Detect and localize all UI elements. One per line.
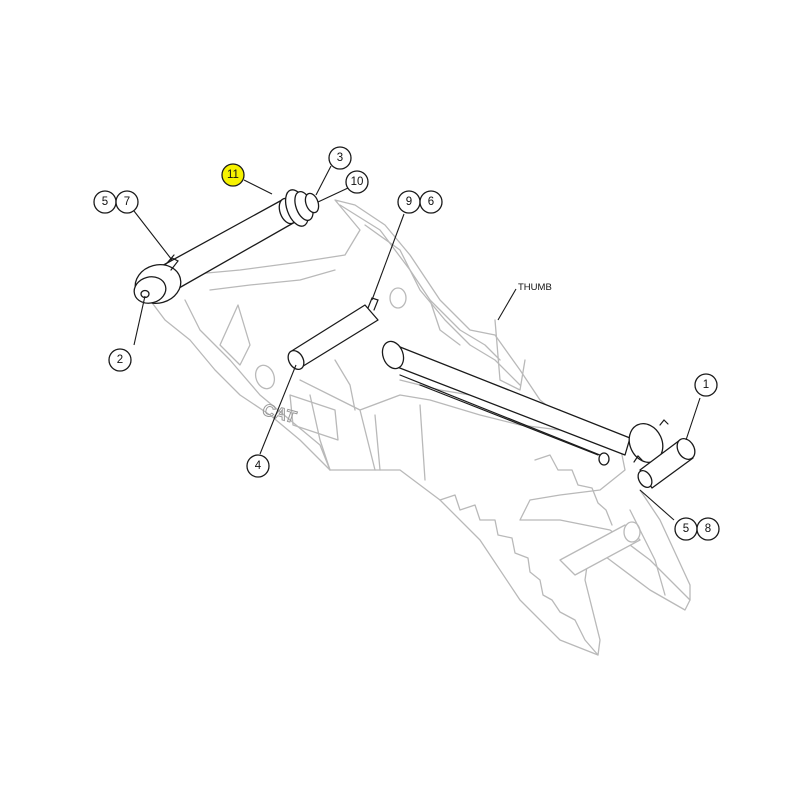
callout-5-lower[interactable]: 5 bbox=[674, 517, 698, 541]
callout-2-text: 2 bbox=[117, 354, 123, 366]
thumb-label: THUMB bbox=[518, 282, 552, 293]
callout-8[interactable]: 8 bbox=[696, 517, 720, 541]
callout-4-text: 4 bbox=[255, 460, 262, 472]
callout-6[interactable]: 6 bbox=[419, 190, 443, 214]
callout-4[interactable]: 4 bbox=[246, 454, 270, 478]
washer-stack-3-10 bbox=[284, 189, 320, 227]
callout-9[interactable]: 9 bbox=[397, 190, 421, 214]
callout-2[interactable]: 2 bbox=[108, 348, 132, 372]
callout-7[interactable]: 7 bbox=[115, 190, 139, 214]
callout-3-text: 3 bbox=[337, 152, 343, 164]
callout-10-text: 10 bbox=[351, 176, 364, 188]
callout-8-text: 8 bbox=[705, 523, 711, 535]
thumb-frame bbox=[149, 199, 691, 656]
callout-1-text: 1 bbox=[703, 379, 709, 391]
callout-5-upper[interactable]: 5 bbox=[93, 190, 117, 214]
callout-7-text: 7 bbox=[124, 196, 130, 208]
callout-11[interactable]: 11 bbox=[221, 163, 245, 187]
callout-6-text: 6 bbox=[428, 196, 434, 208]
cylinder-rod bbox=[381, 340, 631, 466]
callout-5-lower-text: 5 bbox=[683, 523, 689, 535]
leader-lines bbox=[133, 165, 701, 521]
middle-pin-4 bbox=[287, 297, 379, 370]
callout-9-text: 9 bbox=[406, 196, 412, 208]
callout-1[interactable]: 1 bbox=[694, 373, 718, 397]
callout-3[interactable]: 3 bbox=[328, 146, 352, 170]
callout-5-upper-text: 5 bbox=[102, 196, 108, 208]
left-end-cap bbox=[133, 254, 182, 304]
callout-11-text: 11 bbox=[227, 169, 239, 181]
right-pin-1 bbox=[628, 419, 696, 489]
callout-10[interactable]: 10 bbox=[345, 170, 369, 194]
